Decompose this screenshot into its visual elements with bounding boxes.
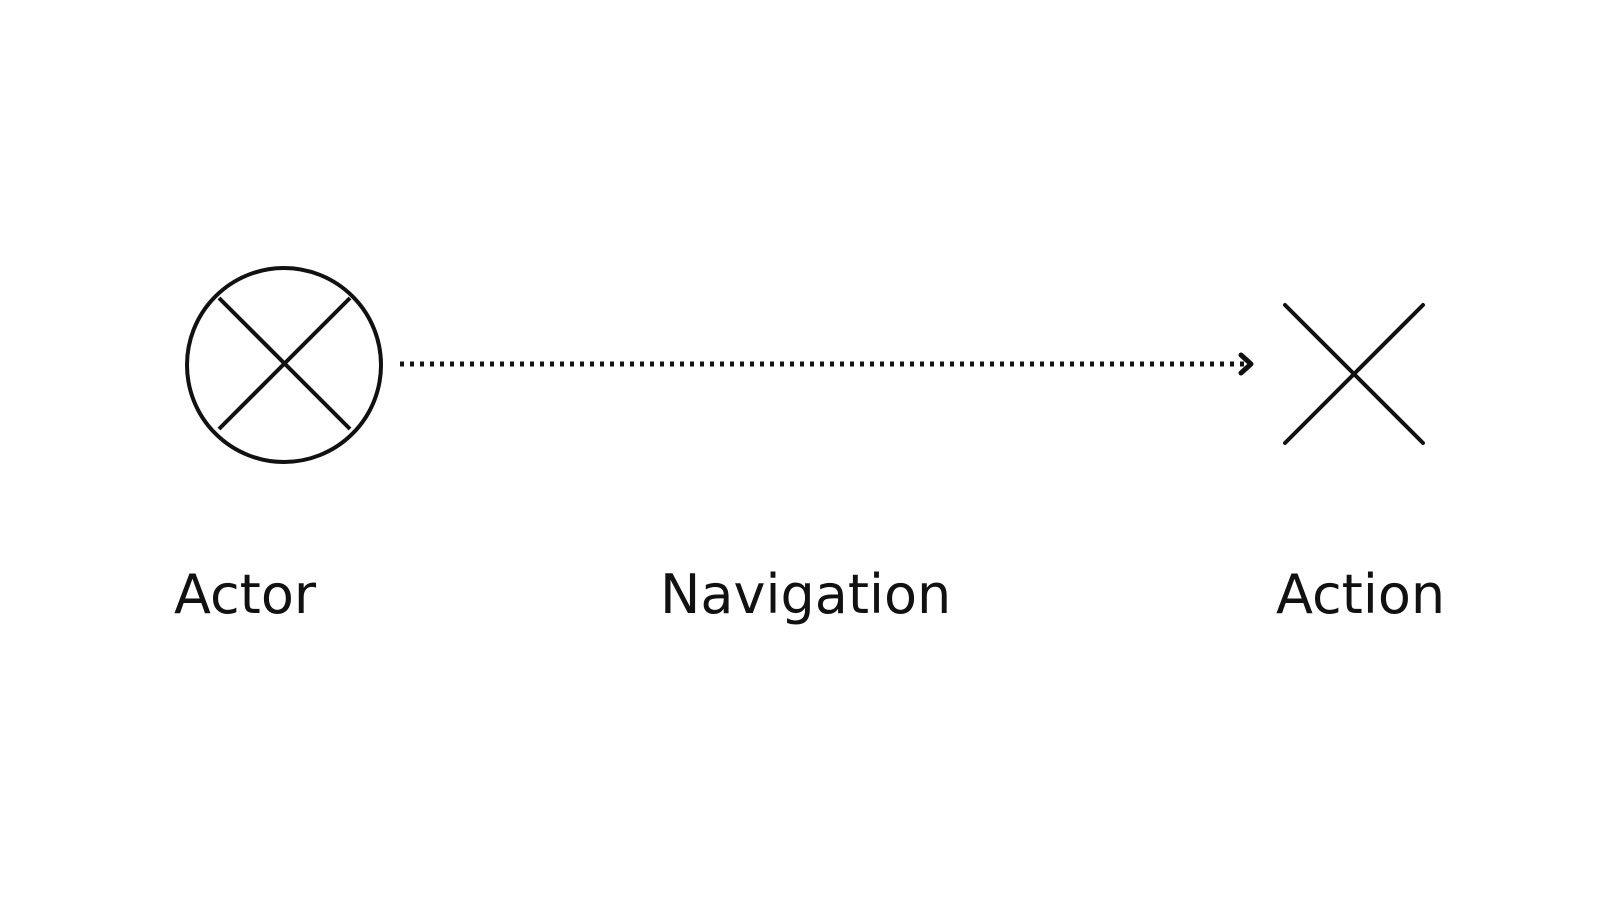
actor-label: Actor [174, 563, 317, 626]
action-symbol [1283, 303, 1425, 445]
actor-symbol [185, 266, 383, 464]
actor-circle [185, 266, 383, 464]
navigation-label: Navigation [660, 563, 952, 626]
navigation-arrow [400, 352, 1254, 376]
actor-diagonal-up [217, 296, 352, 431]
action-diagonal-up [1283, 303, 1425, 445]
action-label: Action [1276, 563, 1446, 626]
navigation-arrowhead [1238, 352, 1254, 376]
